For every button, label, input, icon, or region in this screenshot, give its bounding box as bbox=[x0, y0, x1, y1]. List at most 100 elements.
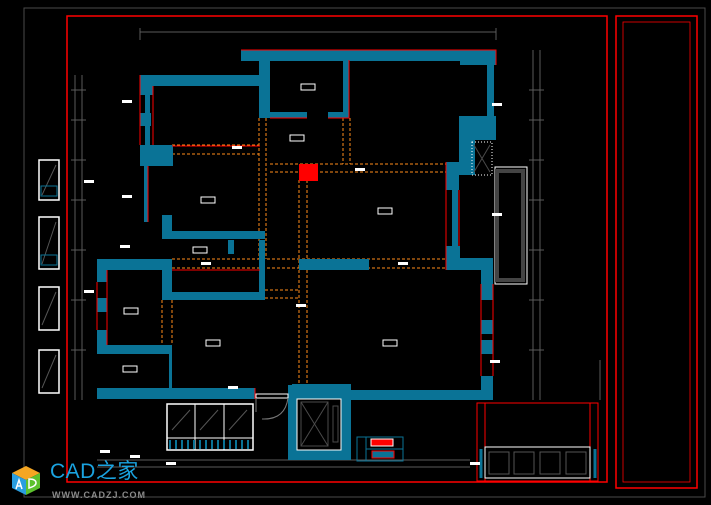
door-elevation bbox=[38, 216, 60, 270]
window-elevation-bottom bbox=[166, 403, 254, 451]
column-marker bbox=[299, 164, 318, 181]
wall-segment bbox=[140, 145, 173, 166]
watermark-logo: CAD之家 WWW.CADZJ.COM bbox=[6, 460, 196, 504]
wall-segment bbox=[97, 259, 172, 270]
wall-segment bbox=[328, 112, 348, 118]
annotation-mark bbox=[490, 360, 500, 363]
annotation-mark bbox=[492, 213, 502, 216]
panel bbox=[513, 451, 535, 475]
legend-swatch-teal bbox=[371, 450, 395, 459]
entry-door bbox=[255, 393, 289, 420]
panel bbox=[539, 451, 561, 475]
rail-panel bbox=[40, 185, 58, 197]
wall-segment bbox=[162, 292, 265, 300]
wall-segment bbox=[299, 259, 369, 270]
wall-segment bbox=[97, 270, 107, 282]
wall-segment bbox=[446, 258, 493, 270]
wall-segment bbox=[162, 215, 172, 239]
balcony bbox=[494, 166, 528, 285]
room-tag bbox=[122, 365, 138, 373]
wall-segment bbox=[288, 390, 493, 400]
glass-hatch bbox=[41, 221, 57, 265]
wall-segment bbox=[241, 50, 496, 61]
wall-segment bbox=[259, 240, 265, 300]
wall-segment bbox=[481, 284, 493, 300]
room-tags bbox=[122, 83, 398, 373]
glass-hatch bbox=[41, 164, 57, 196]
wall-segment bbox=[259, 60, 270, 118]
wall-segment bbox=[459, 140, 475, 175]
annotation-mark bbox=[122, 100, 132, 103]
cube-logo-icon bbox=[12, 466, 40, 495]
annotation-mark bbox=[296, 304, 306, 307]
wall-segment bbox=[140, 113, 151, 126]
walls bbox=[97, 50, 496, 400]
wall-segment bbox=[97, 298, 107, 312]
wall-segment bbox=[481, 376, 493, 400]
watermark-url: WWW.CADZJ.COM bbox=[52, 490, 146, 500]
wall-segment bbox=[162, 259, 172, 300]
legend-swatch-red bbox=[370, 438, 394, 447]
annotation-mark bbox=[201, 262, 211, 265]
annotation-mark bbox=[130, 455, 140, 458]
wall-segment bbox=[270, 112, 307, 118]
door-elevations-left bbox=[38, 159, 60, 394]
door-elevation bbox=[38, 349, 60, 394]
annotation-mark bbox=[492, 103, 502, 106]
wall-segment bbox=[343, 60, 349, 118]
wall-segment bbox=[452, 190, 458, 246]
dimension-lines bbox=[71, 28, 601, 468]
annotation-mark bbox=[228, 386, 238, 389]
legend-box bbox=[356, 436, 404, 462]
wall-segment bbox=[481, 320, 493, 334]
room-tag bbox=[192, 246, 208, 254]
room-tag bbox=[200, 196, 216, 204]
wall-segment bbox=[144, 166, 148, 222]
annotation-mark bbox=[232, 146, 242, 149]
annotation-mark bbox=[355, 168, 365, 171]
panel bbox=[565, 451, 587, 475]
elevation-detail-right bbox=[476, 402, 599, 482]
room-tag bbox=[123, 307, 139, 315]
wall-outline bbox=[328, 60, 350, 119]
wall-segment bbox=[169, 353, 172, 389]
wall-segment bbox=[140, 75, 262, 86]
wall-segment bbox=[481, 268, 493, 284]
watermark-title: CAD之家 bbox=[50, 460, 139, 483]
panel bbox=[488, 451, 510, 475]
wall-segment bbox=[446, 162, 459, 190]
wall-segment bbox=[97, 330, 107, 346]
glass-hatch bbox=[41, 354, 57, 389]
annotation-mark bbox=[100, 450, 110, 453]
elevator bbox=[288, 385, 351, 460]
annotation-mark bbox=[84, 180, 94, 183]
wall-outline bbox=[241, 49, 497, 65]
stair-shaft bbox=[471, 141, 493, 176]
wall-segment bbox=[140, 75, 153, 95]
door-elevation bbox=[38, 159, 60, 201]
rail-panel bbox=[40, 254, 58, 266]
glass-hatch bbox=[41, 291, 57, 326]
room-tag bbox=[377, 207, 393, 215]
annotation-mark bbox=[398, 262, 408, 265]
wall-segment bbox=[459, 116, 496, 140]
annotation-mark bbox=[84, 290, 94, 293]
door-elevation bbox=[38, 286, 60, 331]
wall-segment bbox=[481, 340, 493, 354]
wall-segment bbox=[487, 65, 494, 117]
annotation-mark bbox=[122, 195, 132, 198]
wall-segment bbox=[97, 345, 172, 354]
beam-hidden-lines bbox=[161, 118, 446, 385]
room-tag bbox=[382, 339, 398, 347]
annotation-mark bbox=[120, 245, 130, 248]
room-tag bbox=[205, 339, 221, 347]
annotation-mark bbox=[166, 462, 176, 465]
annotation-mark bbox=[470, 462, 480, 465]
room-tag bbox=[289, 134, 305, 142]
wall-segment bbox=[97, 388, 255, 399]
room-tag bbox=[300, 83, 316, 91]
sheet-border bbox=[23, 7, 706, 498]
wall-segment bbox=[460, 50, 496, 65]
wall-segment bbox=[228, 240, 234, 254]
